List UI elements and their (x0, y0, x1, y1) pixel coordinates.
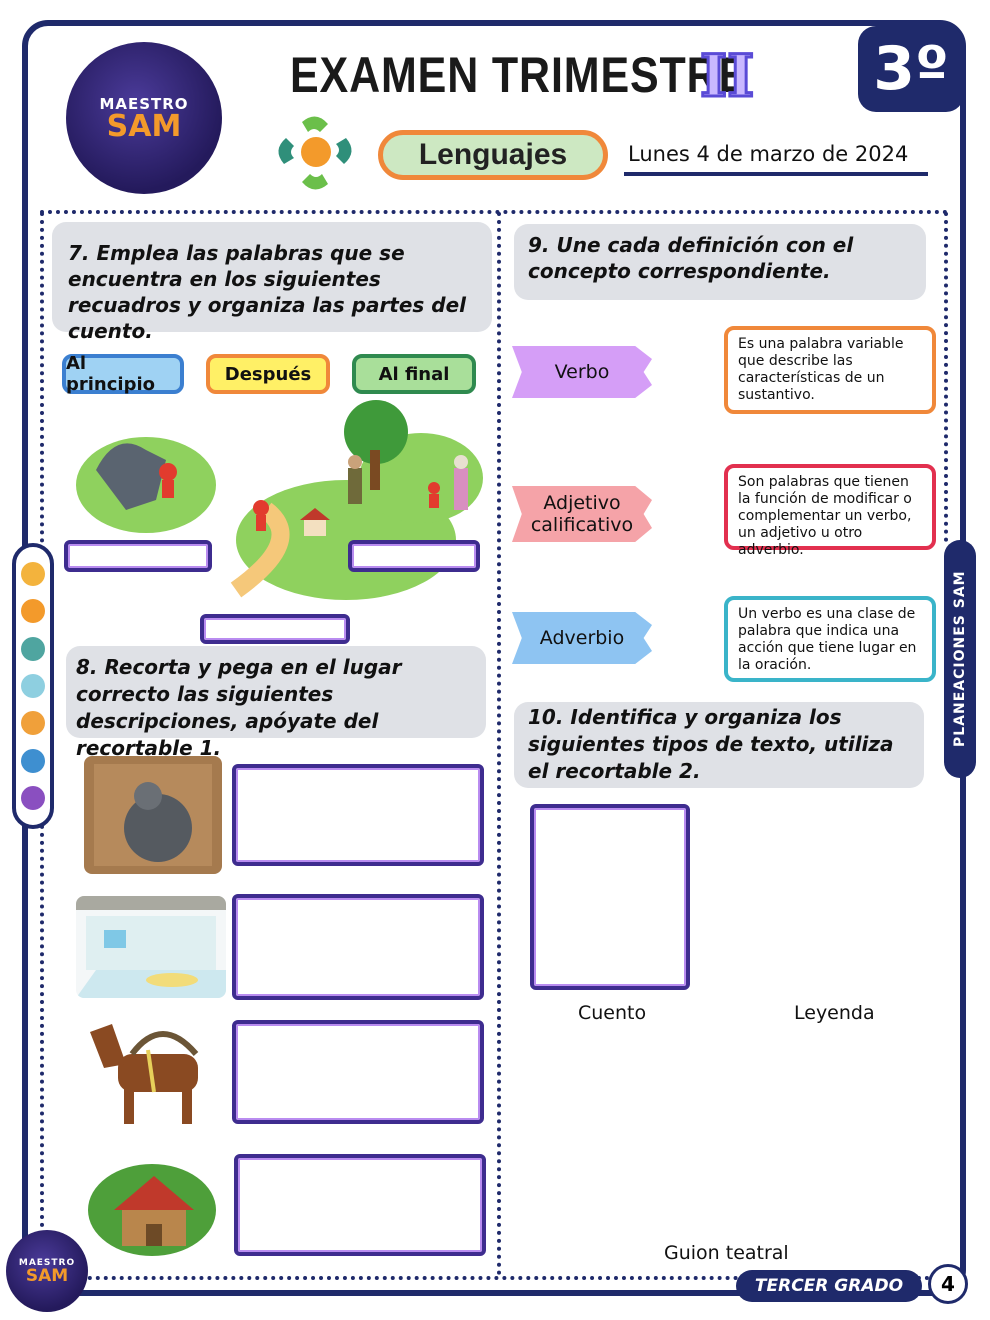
text-type-drop-box[interactable] (530, 804, 690, 990)
concept-adjetivo-calificativo[interactable]: Adjetivo calificativo (512, 486, 652, 542)
definition-box-1[interactable]: Es una palabra variable que describe las… (724, 326, 936, 414)
content-border-top (40, 210, 948, 214)
content-border-right (944, 212, 948, 542)
description-box-3[interactable] (232, 1020, 484, 1124)
maestro-sam-logo: MAESTRO SAM (66, 42, 222, 194)
description-box-4[interactable] (234, 1154, 486, 1256)
field-icon-5 (21, 711, 45, 736)
description-box-2[interactable] (232, 894, 484, 1000)
page-title: EXAMEN TRIMESTRE (290, 47, 749, 103)
field-icon-1 (21, 561, 45, 586)
field-icon-4 (21, 673, 45, 698)
text-type-guion-teatral: Guion teatral (664, 1242, 789, 1264)
q7-prompt: 7. Emplea las palabras que se encuentra … (52, 222, 492, 343)
q9-prompt: 9. Une cada definición con el concepto c… (514, 224, 926, 300)
page-number: 4 (928, 1264, 968, 1304)
trimester-number: II (698, 41, 755, 112)
q10-prompt: 10. Identifica y organiza los siguientes… (514, 702, 924, 788)
learning-fields-icon (278, 116, 352, 190)
kitchen-room-image (76, 896, 226, 998)
content-border-bottom (40, 1276, 930, 1280)
field-icon-3 (21, 636, 45, 661)
exam-date: Lunes 4 de marzo de 2024 (628, 142, 909, 166)
field-icon-2 (21, 599, 45, 624)
mole-burrow-image (84, 756, 222, 874)
description-box-1[interactable] (232, 764, 484, 866)
grade-footer-label: TERCER GRADO (736, 1270, 922, 1302)
field-icon-6 (21, 748, 45, 773)
donkey-image (82, 1010, 222, 1132)
field-icon-7 (21, 786, 45, 811)
date-underline (624, 172, 928, 176)
concept-adverbio[interactable]: Adverbio (512, 612, 652, 664)
q8-prompt: 8. Recorta y pega en el lugar correcto l… (66, 646, 486, 760)
story-answer-box-3[interactable] (348, 540, 480, 572)
subject-badge: Lenguajes (378, 130, 608, 180)
text-type-leyenda: Leyenda (794, 1002, 875, 1024)
story-answer-box-2[interactable] (200, 614, 350, 644)
side-brand-label: PLANEACIONES SAM (944, 540, 976, 778)
definition-box-3[interactable]: Un verbo es una clase de palabra que ind… (724, 596, 936, 682)
footer-logo: MAESTRO SAM (6, 1230, 88, 1312)
label-despues[interactable]: Después (206, 354, 330, 394)
definition-box-2[interactable]: Son palabras que tienen la función de mo… (724, 464, 936, 558)
label-al-final[interactable]: Al final (352, 354, 476, 394)
field-icons-sidebar (12, 543, 54, 829)
text-type-cuento: Cuento (578, 1002, 647, 1024)
concept-verbo[interactable]: Verbo (512, 346, 652, 398)
log-cabin-image (84, 1146, 220, 1260)
column-divider (497, 212, 501, 1276)
grade-badge: 3º (858, 26, 964, 112)
story-answer-box-1[interactable] (64, 540, 212, 572)
label-al-principio[interactable]: Al principio (62, 353, 184, 395)
